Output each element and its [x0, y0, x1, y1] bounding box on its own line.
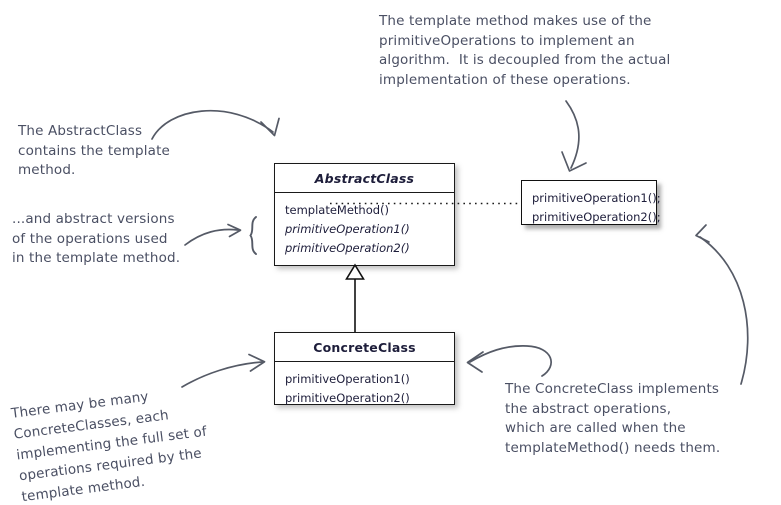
annotation-top-line-3: algorithm. It is decoupled from the actu…: [379, 52, 671, 68]
annotation-bottom-right-line-4: templateMethod() needs them.: [505, 439, 721, 456]
annotation-top: The template method makes use of the pri…: [379, 12, 670, 90]
annotation-upper-left-line-1: The AbstractClass: [18, 123, 143, 139]
annotation-left-second-line-3: in the template method.: [12, 250, 181, 266]
arrow-operations-brace: [184, 223, 242, 246]
annotation-bottom-right: The ConcreteClass implements the abstrac…: [505, 380, 720, 458]
concrete-class-operations: primitiveOperation1() primitiveOperation…: [275, 362, 454, 414]
code-note-line-1: primitiveOperation1();: [532, 190, 661, 205]
annotation-upper-left-line-3: method.: [18, 162, 76, 178]
annotation-upper-left-line-2: contains the template: [18, 142, 170, 159]
abstract-class-operation-primitive1: primitiveOperation1(): [285, 221, 410, 236]
concrete-class-box[interactable]: ConcreteClass primitiveOperation1() prim…: [274, 332, 455, 405]
annotation-top-line-4: implementation of these operations.: [379, 71, 631, 88]
annotation-left-second: ...and abstract versions of the operatio…: [12, 210, 180, 269]
arrow-concrete-class-right: [466, 345, 552, 377]
code-note-line-2: primitiveOperation2();: [532, 209, 661, 224]
operations-brace: [249, 216, 257, 255]
abstract-class-operation-template-method: templateMethod(): [285, 202, 390, 217]
annotation-bottom-right-line-3: which are called when the: [505, 420, 686, 436]
annotation-top-line-2: primitiveOperations to implement an: [379, 32, 635, 49]
code-note-box[interactable]: primitiveOperation1(); primitiveOperatio…: [521, 180, 661, 225]
annotation-upper-left: The AbstractClass contains the template …: [18, 122, 170, 181]
concrete-class-operation-primitive2: primitiveOperation2(): [285, 390, 410, 405]
annotation-top-line-1: The template method makes use of the: [379, 13, 652, 29]
annotation-bottom-right-line-1: The ConcreteClass implements: [505, 381, 720, 397]
abstract-class-operations: templateMethod() primitiveOperation1() p…: [275, 193, 454, 264]
annotation-left-second-line-1: ...and abstract versions: [12, 211, 175, 227]
annotation-left-second-line-2: of the operations used: [12, 230, 168, 247]
concrete-class-title: ConcreteClass: [275, 333, 454, 362]
abstract-class-box[interactable]: AbstractClass templateMethod() primitive…: [274, 163, 455, 266]
annotation-bottom-left: There may be many ConcreteClasses, each …: [10, 380, 213, 505]
arrow-abstract-class: [151, 109, 280, 140]
abstract-class-operation-primitive2: primitiveOperation2(): [285, 240, 410, 255]
abstract-class-title: AbstractClass: [275, 164, 454, 193]
inheritance-connector: [345, 263, 365, 332]
annotation-bottom-right-line-2: the abstract operations,: [505, 400, 672, 417]
arrow-code-note-from-bottom: [695, 224, 749, 385]
concrete-class-operation-primitive1: primitiveOperation1(): [285, 371, 410, 386]
arrow-code-note: [561, 100, 587, 172]
